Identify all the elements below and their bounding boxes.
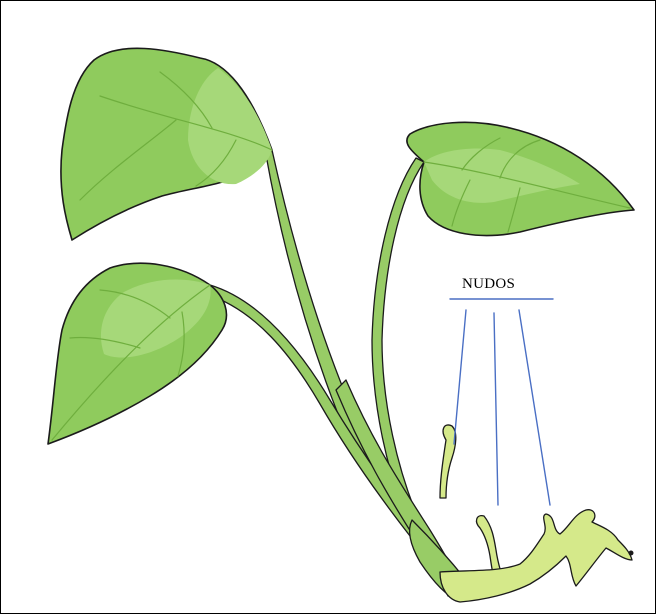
nodes-label: NUDOS (462, 276, 515, 293)
top-left-leaf (61, 48, 272, 240)
pointer-line-middle (494, 313, 498, 505)
node-pointers (450, 299, 553, 505)
node-bud-upper (440, 425, 456, 498)
right-leaf (407, 122, 634, 235)
pointer-line-right (519, 310, 550, 505)
lower-left-leaf (48, 263, 226, 444)
root-tip (629, 551, 634, 556)
root-cluster (440, 510, 632, 602)
pointer-line-left (454, 310, 466, 444)
nodes (440, 425, 634, 602)
